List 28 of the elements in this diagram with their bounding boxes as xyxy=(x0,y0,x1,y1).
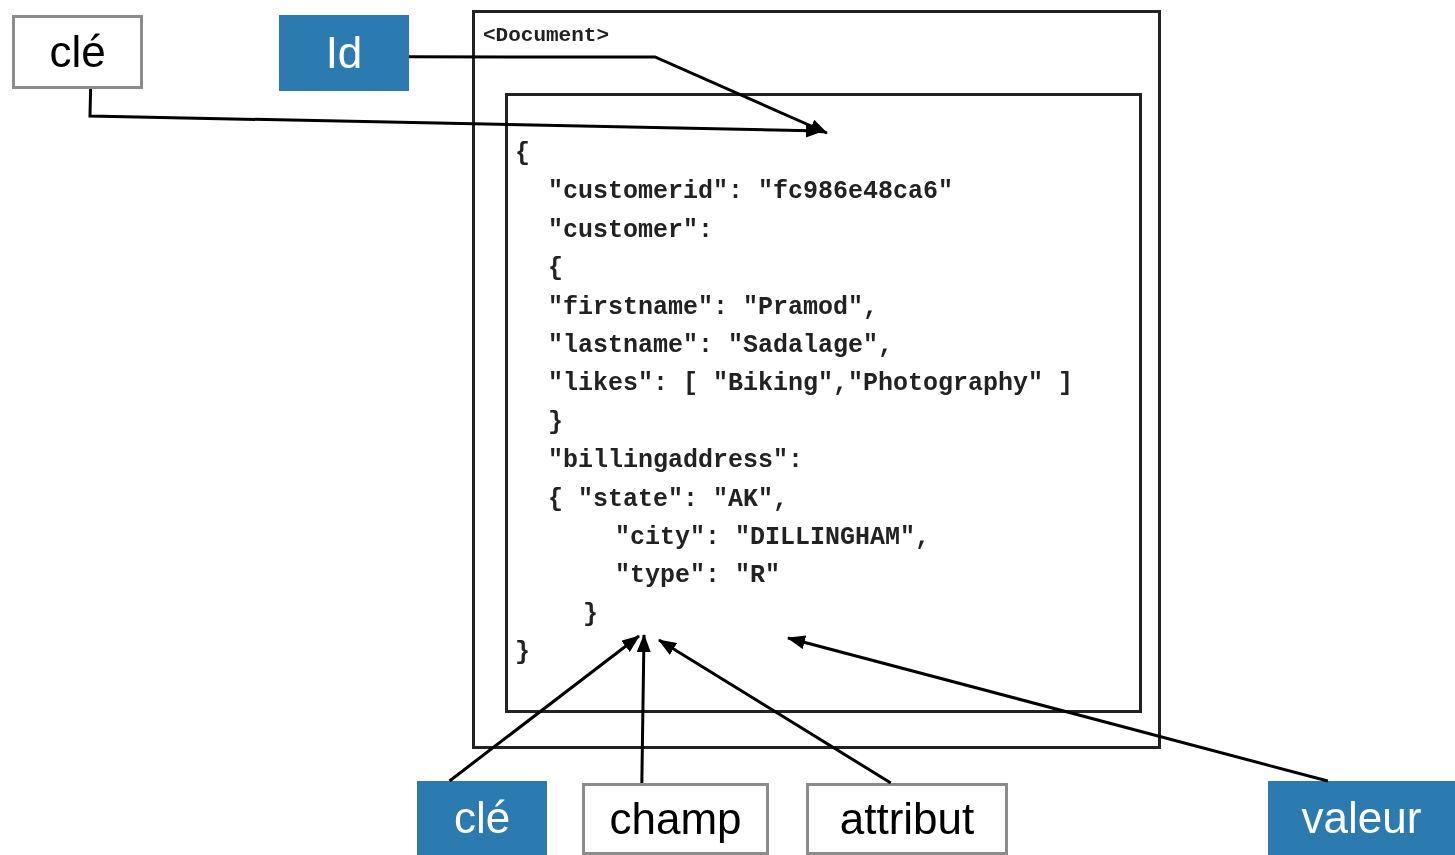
leader-arrow xyxy=(448,634,640,783)
leader-arrow xyxy=(409,55,828,135)
json-box xyxy=(505,93,1142,713)
label-box: clé xyxy=(12,15,143,89)
code-line: "firstname": "Pramod", xyxy=(548,292,879,323)
document-box xyxy=(472,10,1161,749)
code-line: { xyxy=(515,139,530,169)
label-box: Id xyxy=(279,15,409,91)
code-line: "likes": [ "Biking","Photography" ] xyxy=(548,369,1074,400)
leader-arrow xyxy=(658,638,892,785)
code-line: } xyxy=(515,638,530,669)
label-box: valeur xyxy=(1268,781,1455,855)
code-line: "type": "R" xyxy=(615,561,781,592)
code-line: "customer": xyxy=(548,215,714,246)
label-box: champ xyxy=(582,783,769,855)
code-line: { "state": "AK", xyxy=(548,484,789,515)
leader-arrow xyxy=(636,634,651,784)
code-line: "lastname": "Sadalage", xyxy=(548,331,894,361)
code-line: } xyxy=(548,407,563,438)
code-line: { xyxy=(548,254,563,285)
label-box: clé xyxy=(417,781,547,855)
document-tag: <Document> xyxy=(483,21,610,51)
code-line: "customerid": "fc986e48ca6" xyxy=(548,177,954,208)
code-line: "city": "DILLINGHAM", xyxy=(615,523,931,553)
code-line: "billingaddress": xyxy=(548,446,804,477)
code-line: } xyxy=(583,599,598,630)
label-box: attribut xyxy=(806,783,1008,855)
leader-arrow xyxy=(787,635,1329,783)
